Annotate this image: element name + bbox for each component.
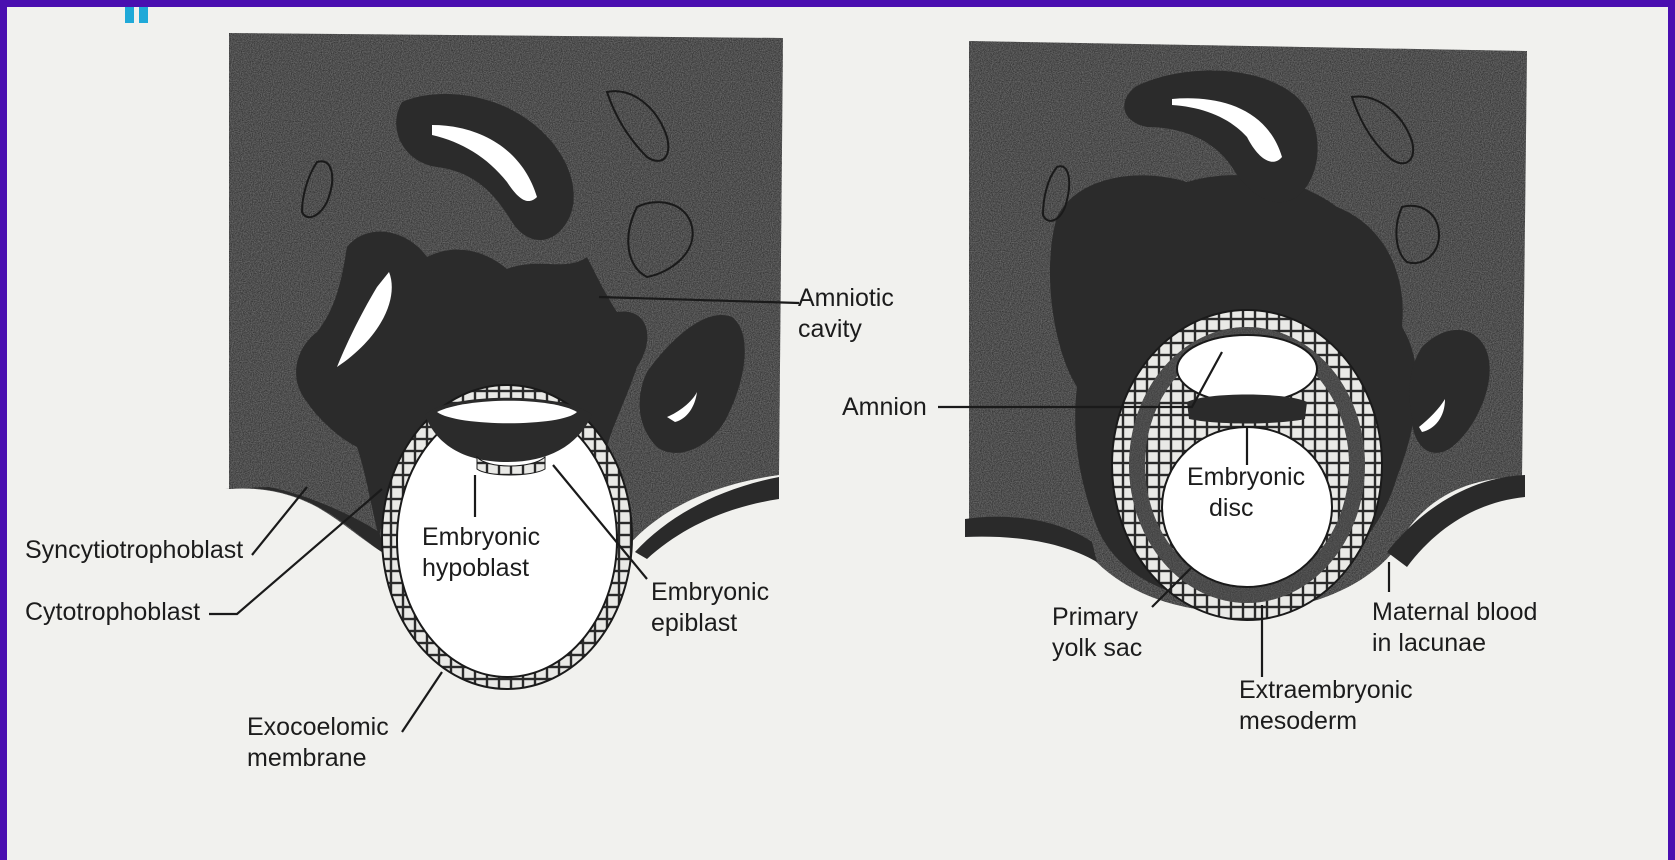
right-panel (965, 41, 1527, 620)
label-amnion: Amnion (842, 392, 927, 423)
label-cytotrophoblast: Cytotrophoblast (25, 597, 200, 628)
right-amniotic-cavity (1177, 335, 1317, 403)
label-primary-yolk-sac: Primary yolk sac (1052, 602, 1142, 664)
label-maternal-blood-in-lacunae: Maternal blood in lacunae (1372, 597, 1537, 659)
label-embryonic-hypoblast: Embryonic hypoblast (422, 522, 540, 584)
figure-frame: Amniotic cavity Syncytiotrophoblast Cyto… (7, 7, 1668, 860)
label-syncytiotrophoblast: Syncytiotrophoblast (25, 535, 243, 566)
label-embryonic-disc: Embryonic disc (1187, 462, 1305, 524)
label-extraembryonic-mesoderm: Extraembryonic mesoderm (1239, 675, 1413, 737)
label-embryonic-epiblast: Embryonic epiblast (651, 577, 769, 639)
right-embryonic-disc (1187, 395, 1307, 424)
label-exocoelomic-membrane: Exocoelomic membrane (247, 712, 389, 774)
label-amniotic-cavity: Amniotic cavity (798, 283, 894, 345)
